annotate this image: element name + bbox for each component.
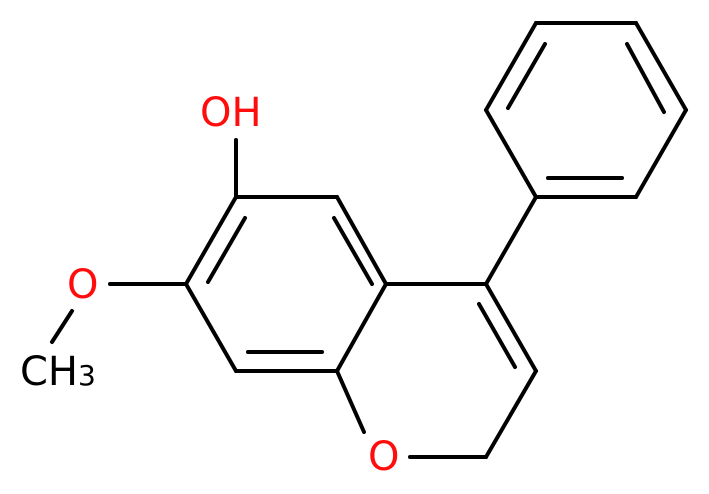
hydroxyl-label: OH <box>200 90 262 136</box>
bond-c3-c2 <box>484 369 538 459</box>
ring-oxygen-label: O <box>368 434 399 480</box>
bond-c4-c3 <box>484 282 538 373</box>
pyran-ring-bonds <box>335 282 538 459</box>
substituent-bonds <box>50 138 238 344</box>
bond-c4a-c8a <box>335 282 388 373</box>
methyl-label-subscript: 3 <box>78 359 96 392</box>
bond-c7-c6-inner <box>206 216 247 284</box>
methoxy-oxygen-label: O <box>67 262 98 308</box>
bond-ph-3-4 <box>634 21 688 112</box>
bond-ph-5-6 <box>484 21 538 112</box>
bond-c4-cipso <box>484 195 538 286</box>
methyl-label: CH3 <box>20 349 96 395</box>
bond-c7-c6 <box>184 195 238 286</box>
bond-ph-3-4-inner <box>625 42 666 114</box>
bond-o1-c8a <box>335 369 366 434</box>
methyl-label-main: CH <box>20 349 78 395</box>
bond-c4-c3-inner <box>477 302 517 369</box>
bond-ph-2-3 <box>634 108 688 199</box>
bond-c5-c4a <box>335 195 388 286</box>
bond-o-methoxy-ch3 <box>50 309 74 344</box>
a-ring-bonds <box>184 195 388 373</box>
bond-c5-c4a-inner <box>332 216 374 286</box>
bond-c8-c7 <box>184 282 238 373</box>
phenyl-ring-bonds <box>484 21 688 286</box>
bond-ph-5-6-inner <box>506 42 547 110</box>
bond-ph-6-1 <box>484 108 538 199</box>
